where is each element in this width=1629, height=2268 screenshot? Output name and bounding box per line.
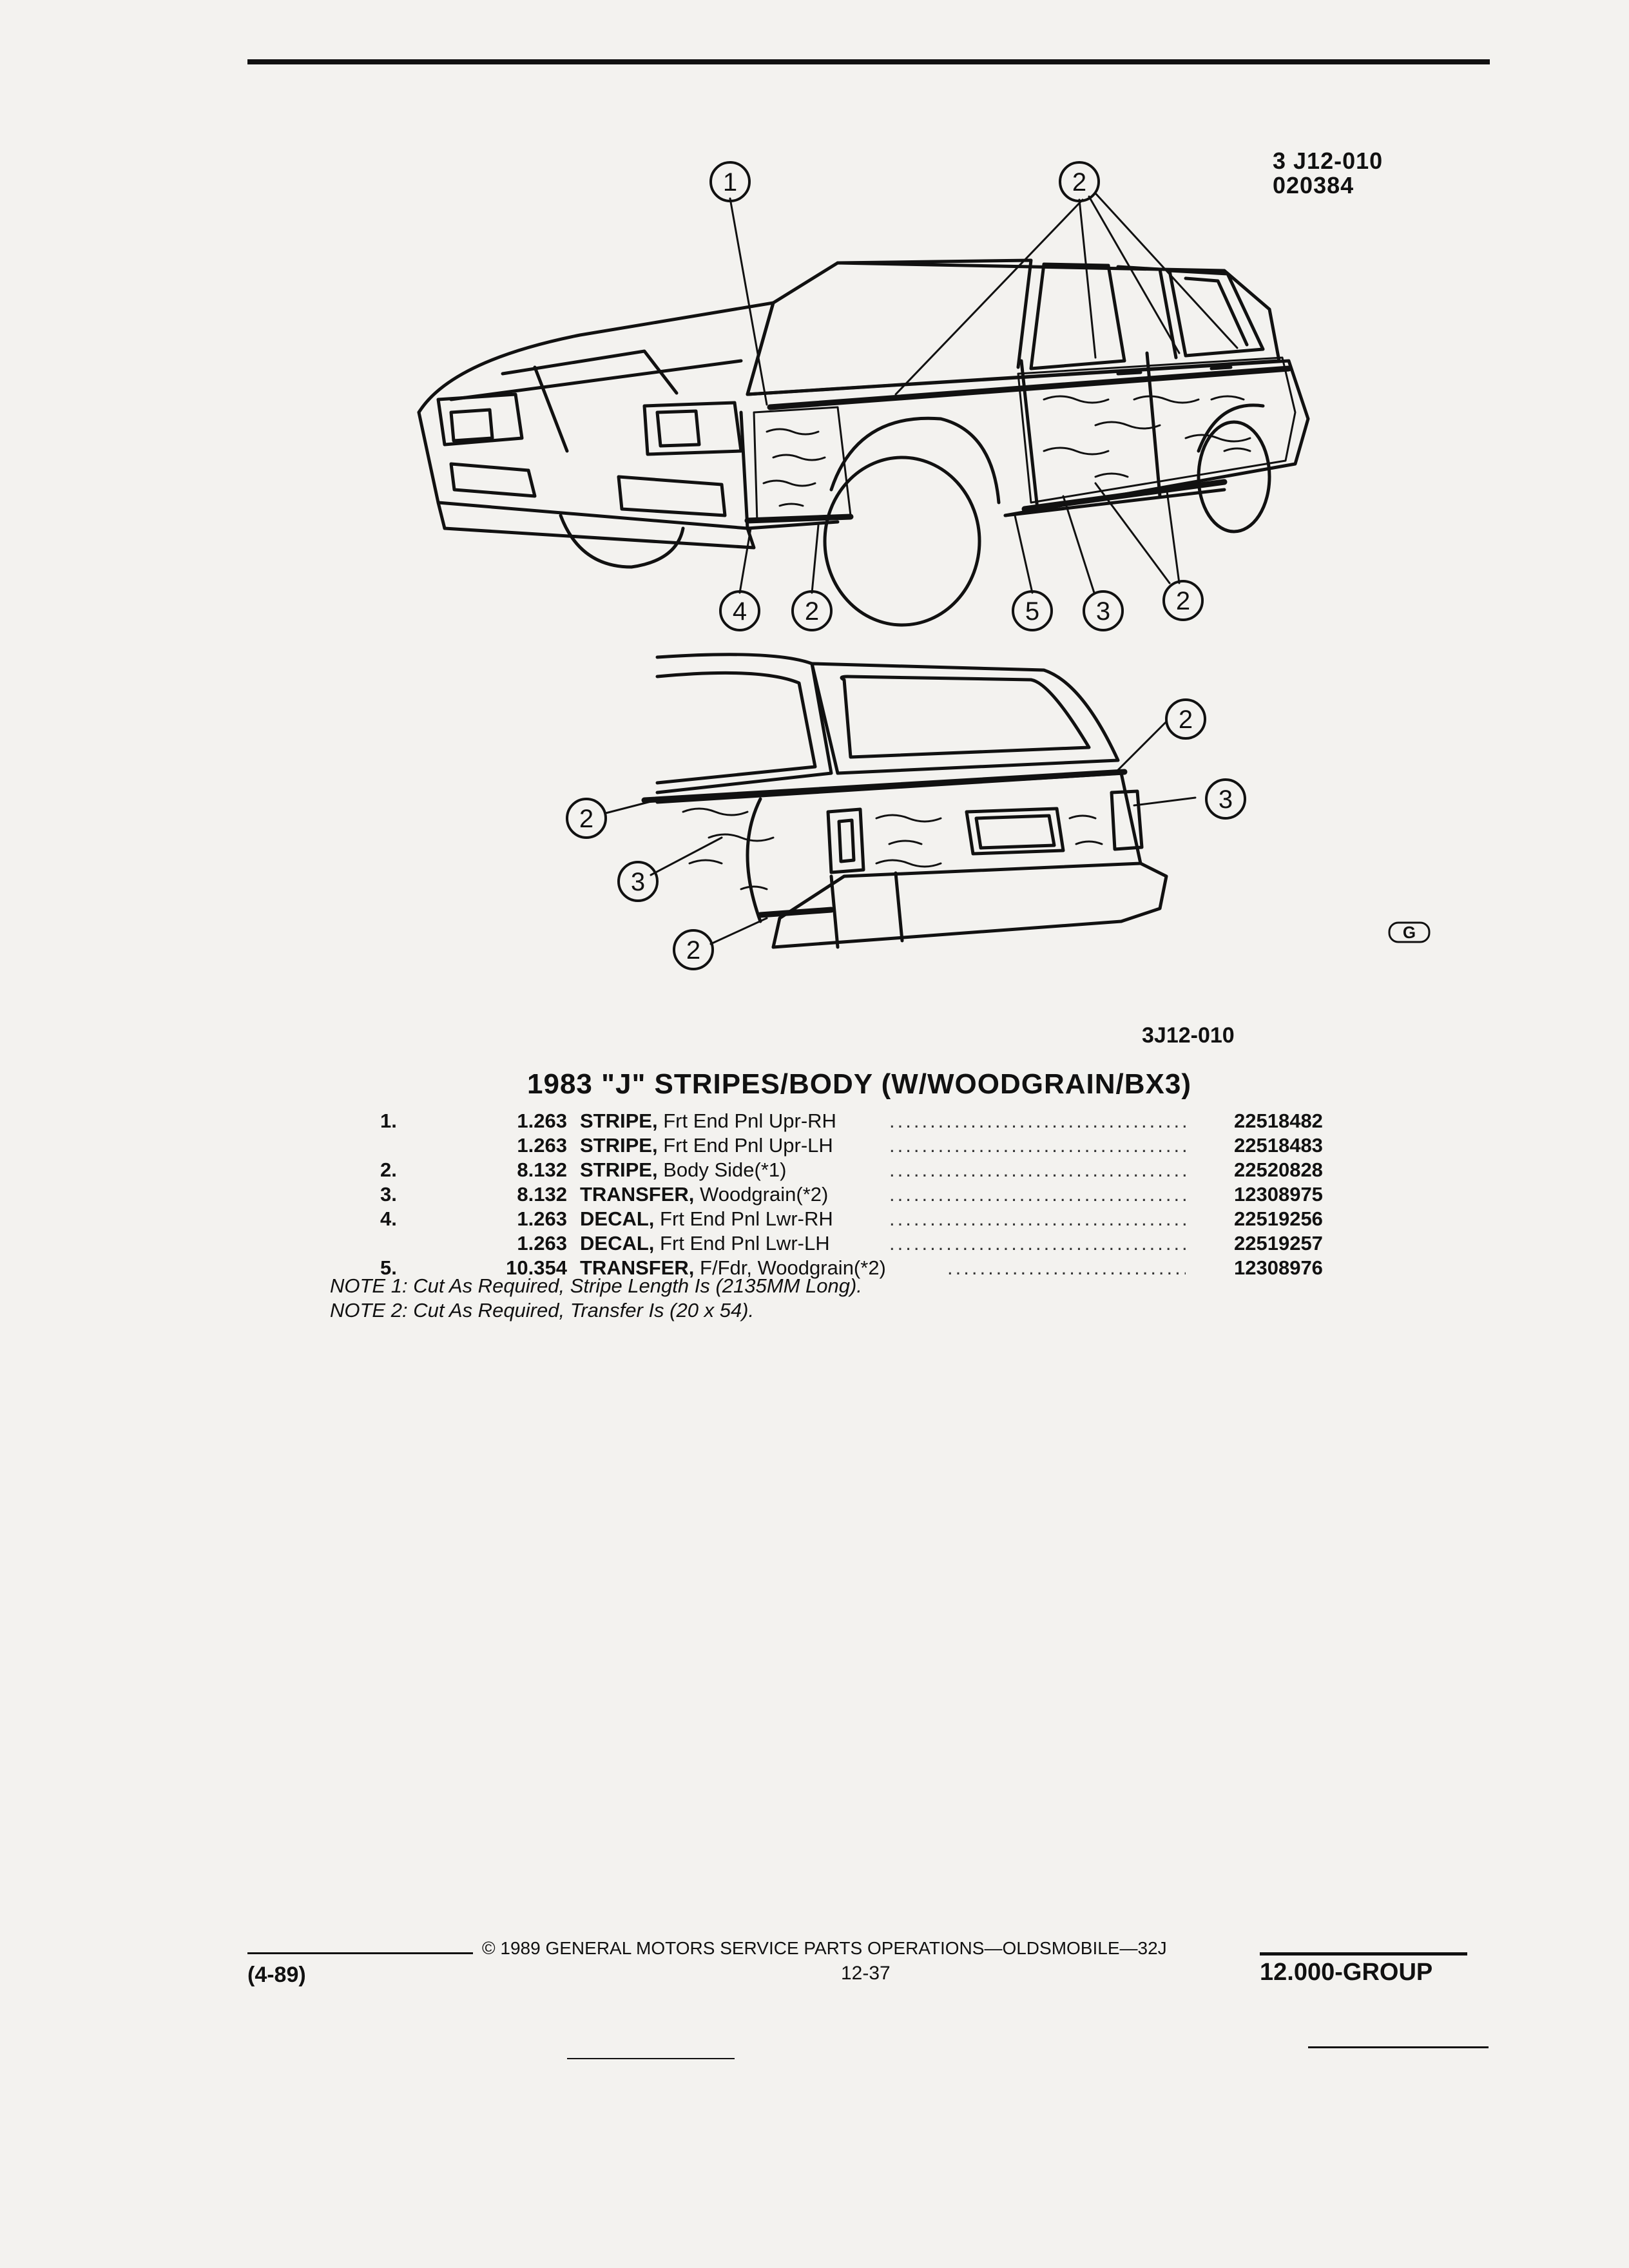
part-number: 12308976: [1234, 1256, 1323, 1279]
svg-text:2: 2: [579, 805, 593, 833]
part-number: 22520828: [1234, 1158, 1323, 1181]
part-desc: Frt End Pnl Lwr-RH: [660, 1207, 833, 1230]
leader-dots: ........................................…: [889, 1134, 1186, 1157]
description: STRIPE, Body Side(*1): [580, 1158, 787, 1182]
svg-text:4: 4: [733, 597, 747, 626]
description: STRIPE, Frt End Pnl Upr-LH: [580, 1134, 833, 1157]
quantity: 1.263: [517, 1207, 567, 1230]
bottom-rule-left: [567, 2058, 735, 2059]
quantity: 10.354: [506, 1256, 567, 1279]
quantity: 8.132: [517, 1183, 567, 1206]
footer-rule-left: [247, 1952, 473, 1954]
item-number: 2.: [380, 1158, 397, 1181]
wagon-rear-view: [655, 653, 1168, 949]
woodgrain-panels-front: [753, 356, 1296, 523]
leader-dots: ........................................…: [889, 1232, 1186, 1254]
svg-text:2: 2: [1179, 706, 1193, 734]
stripes-rear: [641, 769, 1128, 918]
part-name: STRIPE,: [580, 1158, 658, 1181]
quantity: 1.263: [517, 1232, 567, 1254]
part-number: 22519257: [1234, 1232, 1323, 1254]
leader-dots: ........................................…: [889, 1158, 1186, 1181]
note-1: NOTE 1: Cut As Required, Stripe Length I…: [330, 1274, 862, 1297]
svg-text:2: 2: [686, 936, 700, 965]
woodgrain-panels-rear: [682, 807, 1103, 890]
figure-code-1: 3 J12-010: [1273, 148, 1383, 174]
stripes-front: [744, 365, 1292, 524]
quantity: 1.263: [517, 1134, 567, 1157]
description: TRANSFER, Woodgrain(*2): [580, 1183, 828, 1206]
figure-label: 3J12-010: [1142, 1023, 1235, 1048]
leader-lines-rear: [604, 720, 1197, 945]
svg-text:3: 3: [1219, 785, 1233, 814]
part-desc: Frt End Pnl Upr-LH: [663, 1134, 833, 1157]
svg-text:1: 1: [723, 168, 737, 197]
top-rule: [247, 59, 1490, 64]
description: TRANSFER, F/Fdr, Woodgrain(*2): [580, 1256, 886, 1280]
item-number: 1.: [380, 1110, 397, 1132]
car-illustration: 1 2 4 2 5 3 2 2 2 3 3 2 G: [417, 161, 1431, 970]
description: STRIPE, Frt End Pnl Upr-RH: [580, 1110, 836, 1133]
part-desc: Woodgrain(*2): [700, 1183, 829, 1206]
group-number: 12.000-GROUP: [1260, 1959, 1433, 1986]
revision-date: (4-89): [247, 1963, 306, 1987]
part-desc: Body Side(*1): [663, 1158, 787, 1181]
callout-circles: [566, 161, 1246, 970]
wagon-front-view: [417, 258, 1310, 627]
section-title: 1983 "J" STRIPES/BODY (W/WOODGRAIN/BX3): [527, 1068, 1191, 1100]
leader-lines-front: [729, 192, 1239, 594]
part-name: DECAL,: [580, 1207, 655, 1230]
svg-text:5: 5: [1025, 597, 1039, 626]
part-number: 12308975: [1234, 1183, 1323, 1206]
quantity: 1.263: [517, 1110, 567, 1132]
description: DECAL, Frt End Pnl Lwr-RH: [580, 1207, 833, 1231]
gm-logo: G: [1388, 921, 1431, 943]
svg-text:G: G: [1403, 923, 1416, 942]
leader-dots: ........................................…: [889, 1110, 1186, 1132]
copyright: © 1989 GENERAL MOTORS SERVICE PARTS OPER…: [482, 1938, 1167, 1958]
part-number: 22518483: [1234, 1134, 1323, 1157]
part-name: DECAL,: [580, 1232, 655, 1254]
part-name: STRIPE,: [580, 1110, 658, 1132]
part-name: STRIPE,: [580, 1134, 658, 1157]
svg-text:2: 2: [805, 597, 819, 626]
part-number: 22519256: [1234, 1207, 1323, 1230]
part-name: TRANSFER,: [580, 1183, 695, 1206]
part-desc: Frt End Pnl Upr-RH: [663, 1110, 836, 1132]
item-number: 3.: [380, 1183, 397, 1206]
part-name: TRANSFER,: [580, 1256, 695, 1279]
note-2: NOTE 2: Cut As Required, Transfer Is (20…: [330, 1299, 755, 1321]
callout-numbers: 1 2 4 2 5 3 2 2 2 3 3 2: [579, 168, 1233, 965]
bottom-rule-right: [1308, 2046, 1489, 2048]
svg-text:2: 2: [1176, 587, 1190, 615]
part-desc: Frt End Pnl Lwr-LH: [660, 1232, 830, 1254]
item-number: 5.: [380, 1256, 397, 1279]
svg-text:3: 3: [1096, 597, 1110, 626]
part-desc: F/Fdr, Woodgrain(*2): [700, 1256, 886, 1279]
svg-text:2: 2: [1072, 168, 1086, 197]
figure-code-2: 020384: [1273, 172, 1354, 198]
description: DECAL, Frt End Pnl Lwr-LH: [580, 1232, 830, 1255]
quantity: 8.132: [517, 1158, 567, 1181]
page-number: 12-37: [841, 1963, 891, 1984]
svg-text:3: 3: [631, 868, 645, 896]
leader-dots: ........................................…: [889, 1183, 1186, 1206]
item-number: 4.: [380, 1207, 397, 1230]
part-number: 22518482: [1234, 1110, 1323, 1132]
leader-dots: ........................................…: [889, 1207, 1186, 1230]
leader-dots: .......................................: [947, 1256, 1186, 1279]
footer-rule-right: [1260, 1952, 1467, 1956]
